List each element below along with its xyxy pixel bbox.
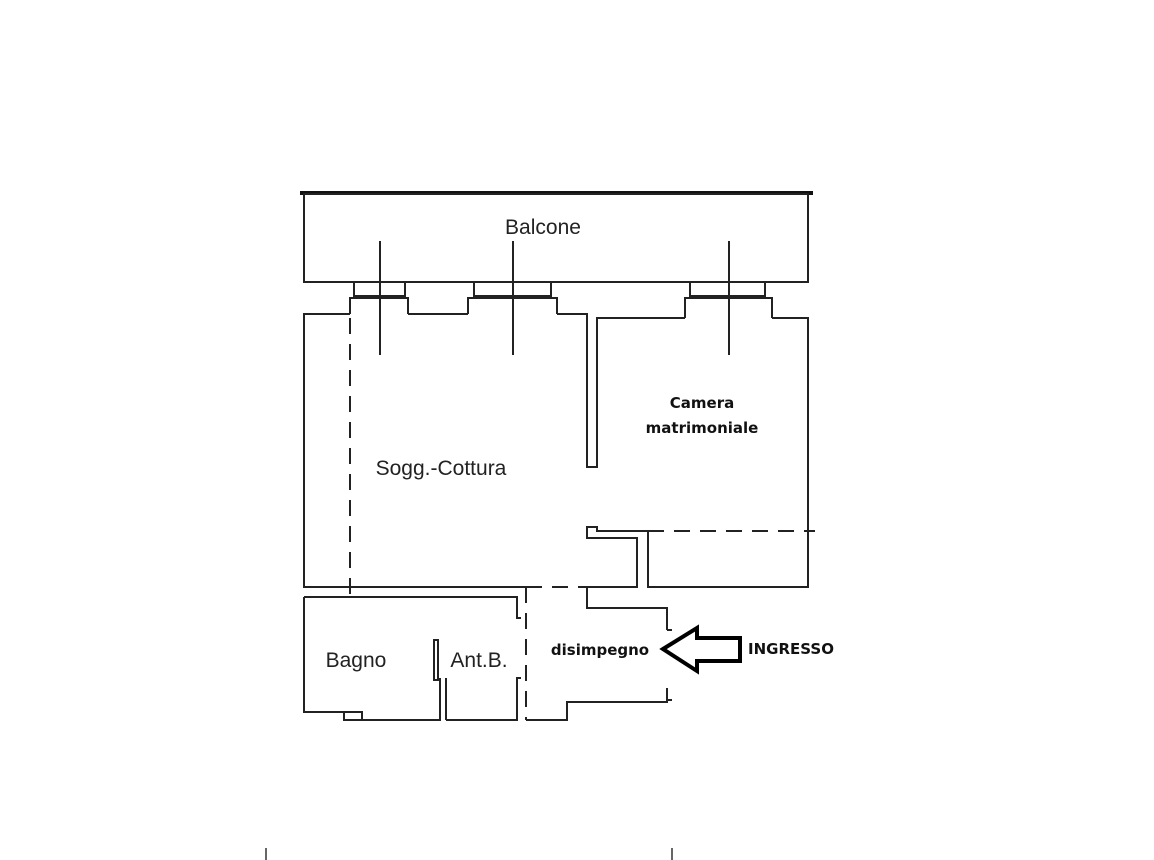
living-kitchen-walls [303, 313, 815, 597]
label-antibagno: Ant.B. [450, 649, 507, 672]
bath-hall-walls [303, 587, 672, 721]
label-camera-1: Camera [670, 394, 734, 412]
label-soggiorno: Sogg.-Cottura [376, 457, 507, 480]
windows [349, 241, 773, 355]
label-bagno: Bagno [326, 649, 387, 672]
label-disimpegno: disimpegno [551, 641, 649, 659]
label-balcone: Balcone [505, 216, 581, 239]
balcony [300, 191, 813, 283]
label-camera-2: matrimoniale [646, 419, 759, 437]
entrance-arrow-icon [659, 624, 742, 675]
label-ingresso: INGRESSO [748, 640, 834, 658]
